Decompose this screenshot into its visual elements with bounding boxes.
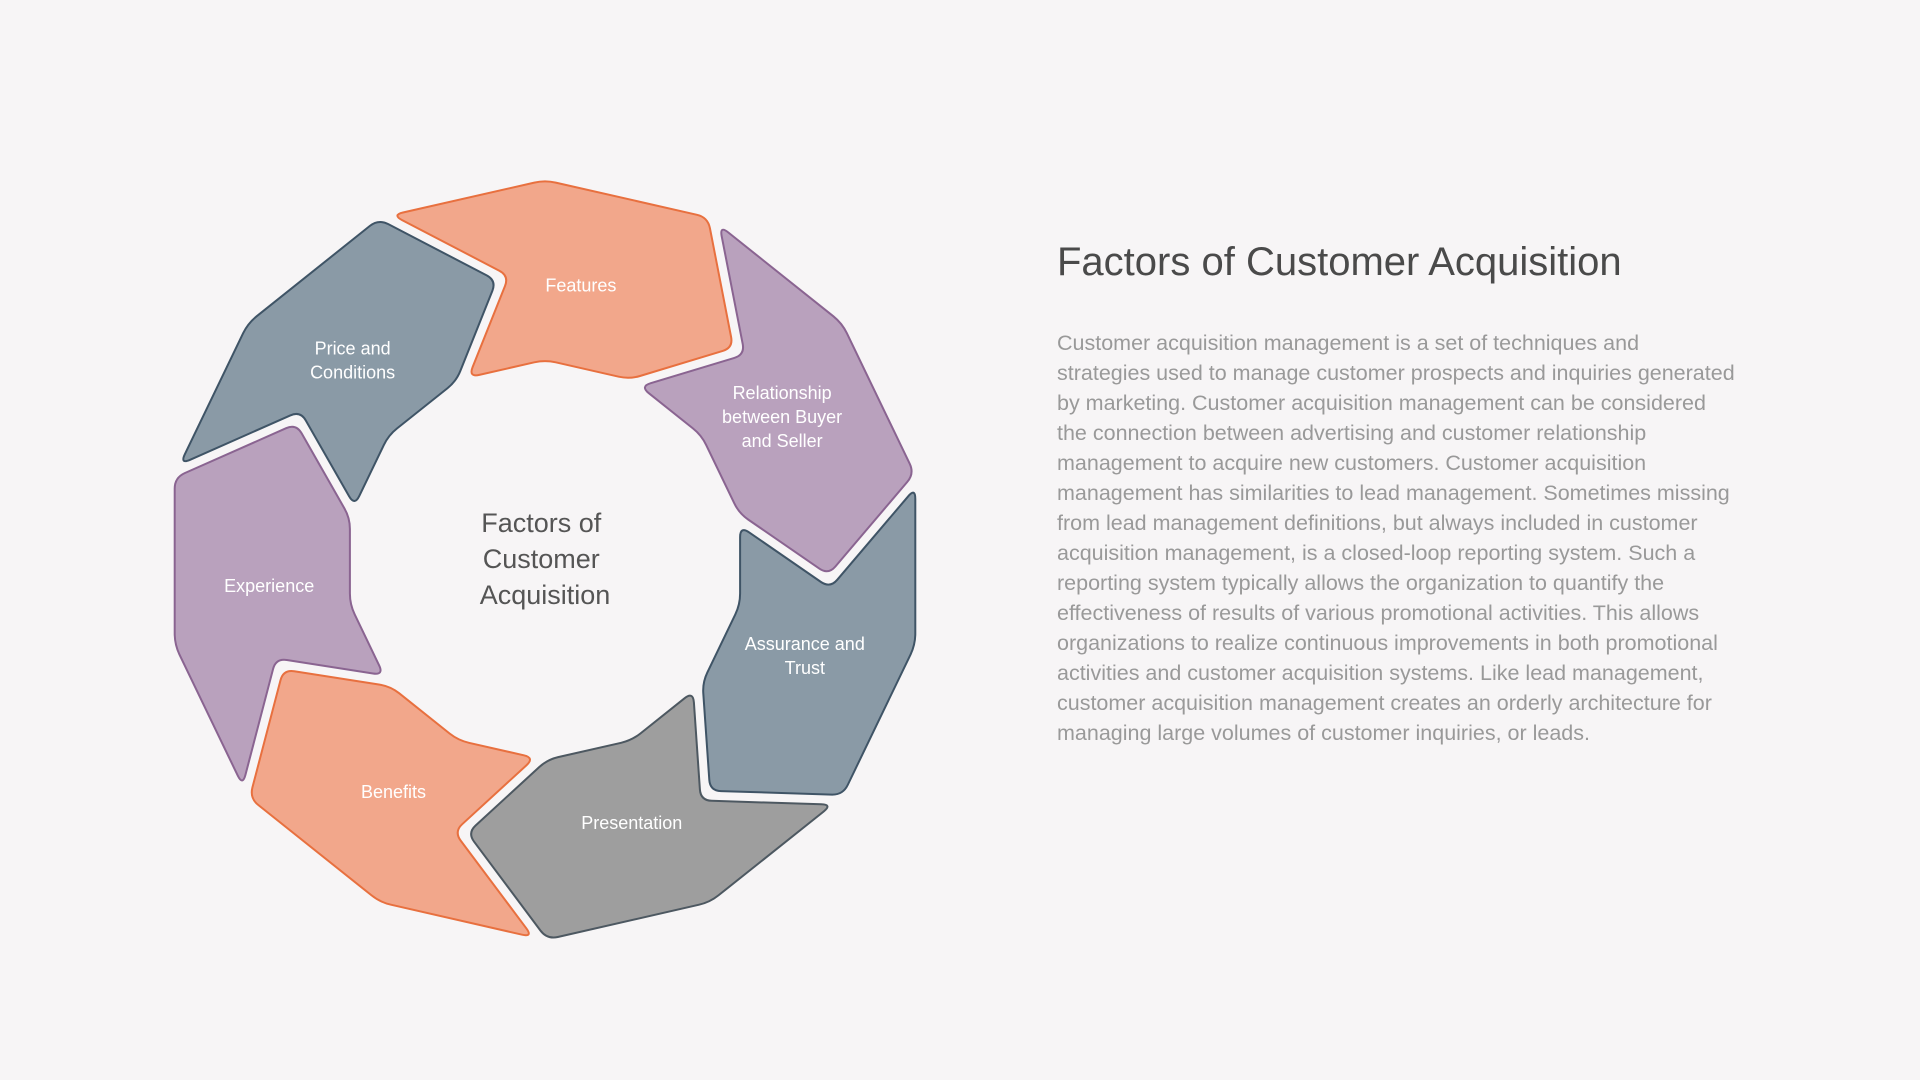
segment-label-line: Benefits — [361, 782, 426, 802]
segment-shape-presentation — [470, 694, 829, 939]
segment-presentation: Presentation — [470, 694, 829, 939]
segment-benefits: Benefits — [250, 669, 531, 937]
segment-label-line: Price and — [315, 339, 391, 359]
segment-shape-experience — [173, 425, 382, 782]
segment-label-line: Trust — [785, 658, 825, 678]
center-label-line-1: Factors of — [481, 508, 602, 538]
segment-relationship-between-buyer-and-seller: Relationship between Buyer and Seller — [643, 228, 913, 573]
segment-label-experience: Experience — [224, 576, 314, 596]
segment-shape-benefits — [250, 669, 531, 937]
segment-label-line: Experience — [224, 576, 314, 596]
segment-shape-price-and-conditions — [182, 221, 495, 502]
segment-experience: Experience — [173, 425, 382, 782]
segment-label-line: Presentation — [581, 813, 682, 833]
segment-features: Features — [396, 180, 733, 379]
segment-label-line: Features — [545, 275, 616, 295]
segment-shape-relationship-between-buyer-and-seller — [643, 228, 913, 573]
description-paragraph: Customer acquisition management is a set… — [1057, 331, 1735, 745]
page-title: Factors of Customer Acquisition — [1057, 240, 1622, 284]
segment-label-features: Features — [545, 275, 616, 295]
segment-shape-assurance-and-trust — [702, 491, 917, 796]
segment-label-relationship-between-buyer-and-seller: Relationship between Buyer and Seller — [722, 383, 842, 451]
center-label: Factors of Customer Acquisition — [480, 508, 611, 610]
segment-label-line: between Buyer — [722, 407, 842, 427]
segment-shape-features — [396, 180, 733, 379]
segment-label-presentation: Presentation — [581, 813, 682, 833]
segment-label-line: Conditions — [310, 363, 395, 383]
segment-label-line: and Seller — [742, 431, 823, 451]
center-label-line-2: Customer — [483, 544, 600, 574]
segment-label-benefits: Benefits — [361, 782, 426, 802]
text-panel: Factors of Customer Acquisition Customer… — [1057, 238, 1737, 748]
segment-label-line: Assurance and — [745, 634, 865, 654]
segment-label-line: Relationship — [733, 383, 832, 403]
center-label-line-3: Acquisition — [480, 580, 611, 610]
